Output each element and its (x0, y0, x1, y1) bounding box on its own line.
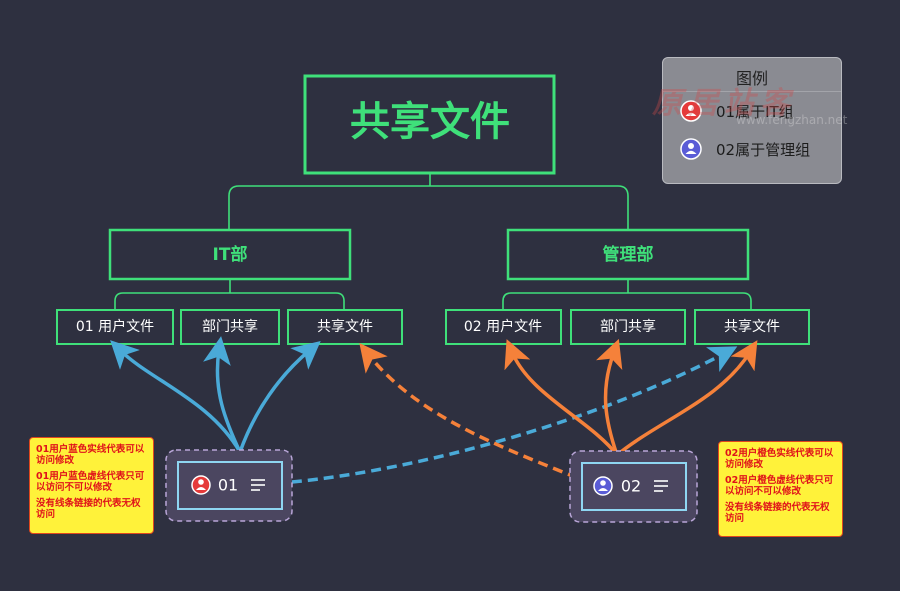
folder-label: 部门共享 (600, 318, 656, 335)
connector-root-branches (228, 185, 629, 230)
legend-item-label: 02属于管理组 (716, 140, 811, 159)
folder-label: 共享文件 (317, 318, 373, 335)
note-text: 02用户橙色虚线代表只可以访问不可以修改 (725, 475, 834, 497)
user-label-02: 02 (621, 477, 641, 496)
watermark-url: www.fengzhan.net (736, 113, 848, 127)
connector-it-branches (114, 292, 345, 310)
folder-label: 部门共享 (202, 318, 258, 335)
arrow-user02-to-mgmt-dept-share (596, 338, 623, 456)
arrow-user01-to-mgmt-shared-readonly (291, 346, 738, 484)
dept-node-it: IT部 (108, 228, 352, 281)
legend-item: 02属于管理组 (663, 130, 841, 168)
legend-title: 图例 (663, 58, 841, 92)
user-red-icon (680, 100, 702, 122)
folder-label: 02 用户文件 (464, 318, 542, 335)
arrow-user01-to-it-user (110, 340, 242, 453)
user-node-02[interactable]: 02 (569, 450, 698, 523)
user-blue-icon (593, 476, 613, 496)
folder-label: 共享文件 (724, 318, 780, 335)
user-red-icon (191, 475, 211, 495)
arrow-user02-to-mgmt-user (504, 339, 619, 457)
note-text: 没有线条链接的代表无权访问 (725, 502, 830, 524)
user-label-01: 01 (218, 476, 238, 495)
legend-item: 01属于IT组 (663, 92, 841, 130)
folder-mgmt-dept-share[interactable]: 部门共享 (570, 309, 686, 345)
note-text: 01用户蓝色实线代表可以访问修改 (36, 444, 145, 466)
root-title: 共享文件 (350, 99, 510, 145)
folder-it-shared[interactable]: 共享文件 (287, 309, 403, 345)
note-text: 02用户橙色实线代表可以访问修改 (725, 448, 834, 470)
legend: 图例 01属于IT组 02属于管理组 (662, 57, 842, 184)
arrow-user01-to-it-dept-share (203, 336, 242, 453)
root-node: 共享文件 (303, 74, 556, 175)
dept-node-management: 管理部 (506, 228, 750, 281)
user-node-01[interactable]: 01 (165, 449, 293, 522)
folder-mgmt-shared[interactable]: 共享文件 (694, 309, 810, 345)
watermark-logo: 原居站客 (652, 86, 796, 121)
legend-item-label: 01属于IT组 (716, 102, 794, 121)
note-user01: 01用户蓝色实线代表可以访问修改 01用户蓝色虚线代表只可以访问不可以修改 没有… (29, 437, 154, 534)
folder-it-dept-share[interactable]: 部门共享 (180, 309, 280, 345)
note-user02: 02用户橙色实线代表可以访问修改 02用户橙色虚线代表只可以访问不可以修改 没有… (718, 441, 843, 537)
dept-label-it: IT部 (213, 244, 248, 265)
note-text: 没有线条链接的代表无权访问 (36, 498, 141, 520)
dept-label-management: 管理部 (603, 244, 654, 265)
menu-icon[interactable] (251, 479, 265, 491)
folder-it-user[interactable]: 01 用户文件 (56, 309, 174, 345)
connector-management-branches (502, 292, 752, 310)
note-text: 01用户蓝色虚线代表只可以访问不可以修改 (36, 471, 145, 493)
user-blue-icon (680, 138, 702, 160)
arrow-user02-to-mgmt-shared (615, 340, 758, 457)
menu-icon[interactable] (654, 480, 668, 492)
arrow-user01-to-it-shared (238, 341, 321, 453)
arrow-user02-to-it-shared-readonly (359, 343, 593, 486)
folder-mgmt-user[interactable]: 02 用户文件 (445, 309, 562, 345)
folder-label: 01 用户文件 (76, 318, 154, 335)
